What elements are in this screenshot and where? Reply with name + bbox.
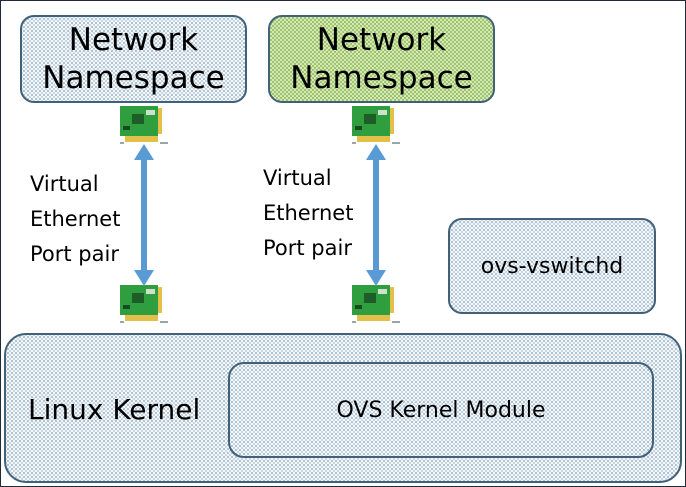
veth-label-right: Virtual Ethernet Port pair bbox=[263, 166, 354, 260]
namespace-left-label: Network Namespace bbox=[42, 22, 225, 96]
linux-kernel-label: Linux Kernel bbox=[28, 393, 201, 426]
ovs-kernel-module-label: OVS Kernel Module bbox=[336, 397, 546, 423]
namespace-right-label: Network Namespace bbox=[290, 22, 473, 96]
ovs-vswitchd-box: ovs-vswitchd bbox=[448, 218, 656, 314]
network-namespace-right: Network Namespace bbox=[268, 15, 495, 103]
double-arrow-icon bbox=[366, 144, 386, 286]
network-card-icon bbox=[120, 106, 168, 144]
ovs-kernel-module-box: OVS Kernel Module bbox=[228, 362, 654, 458]
network-card-icon bbox=[352, 285, 400, 323]
network-namespace-left: Network Namespace bbox=[20, 15, 247, 103]
network-card-icon bbox=[352, 106, 400, 144]
double-arrow-icon bbox=[134, 144, 154, 286]
network-card-icon bbox=[120, 285, 168, 323]
veth-label-left: Virtual Ethernet Port pair bbox=[30, 172, 121, 266]
ovs-vswitchd-label: ovs-vswitchd bbox=[480, 253, 624, 279]
